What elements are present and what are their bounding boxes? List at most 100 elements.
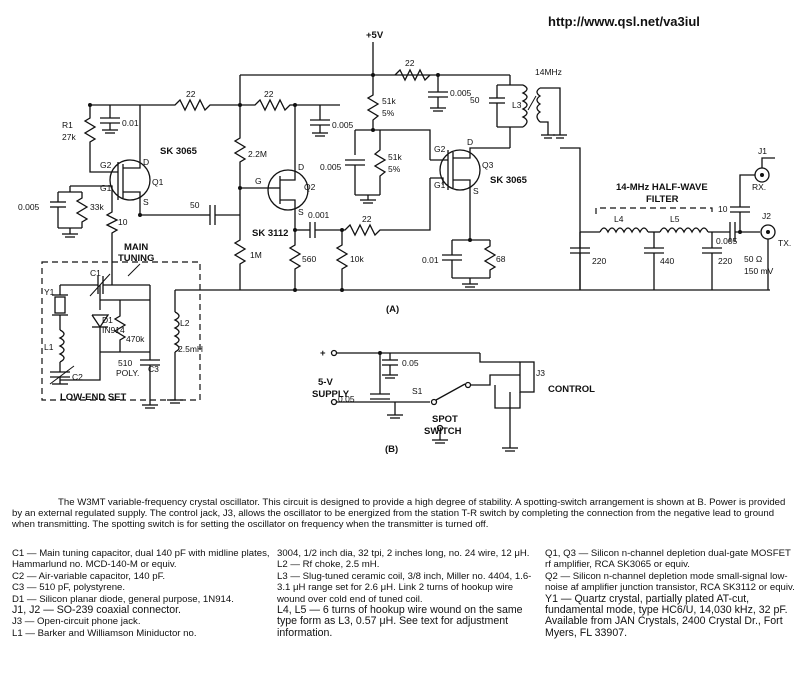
svg-text:D: D [298, 162, 304, 172]
svg-text:5%: 5% [388, 164, 401, 174]
parts-entry: C3 — 510 pF, polystyrene. [12, 582, 126, 594]
svg-text:LOW-END SET: LOW-END SET [60, 392, 127, 403]
supply-rail: +5V [240, 30, 510, 77]
svg-text:SUPPLY: SUPPLY [312, 389, 350, 400]
part-a-label: (A) [386, 304, 399, 315]
svg-text:S: S [143, 197, 149, 207]
svg-text:560: 560 [302, 254, 316, 264]
coupling-cap-50: 50 [190, 200, 240, 225]
parts-entry: 3004, 1/2 inch dia, 32 tpi, 2 inches lon… [277, 548, 530, 559]
svg-text:2.2M: 2.2M [248, 149, 267, 159]
figure-caption: The W3MT variable-frequency crystal osci… [12, 497, 786, 530]
svg-text:5%: 5% [382, 108, 395, 118]
svg-text:150 mV: 150 mV [744, 266, 774, 276]
svg-text:0.005: 0.005 [332, 120, 354, 130]
svg-text:51k: 51k [388, 152, 402, 162]
svg-text:22: 22 [362, 214, 372, 224]
svg-text:J1: J1 [758, 146, 767, 156]
svg-text:J2: J2 [762, 211, 771, 221]
svg-text:Q1: Q1 [152, 177, 164, 187]
supply-label: +5V [366, 30, 384, 41]
parts-entry: J1, J2 — SO-239 coaxial connector. [12, 604, 181, 617]
parts-entry: D1 — Silicon planar diode, general purpo… [12, 593, 234, 605]
header-url: http://www.qsl.net/va3iul [548, 14, 700, 29]
q1-bias-network: 0.005 33k 10 [18, 186, 128, 268]
q3-source-network: 0.01 68 [422, 238, 506, 288]
svg-text:L1: L1 [44, 342, 54, 352]
svg-text:0.005: 0.005 [18, 202, 40, 212]
svg-text:G2: G2 [434, 144, 446, 154]
svg-text:33k: 33k [90, 202, 104, 212]
svg-text:S: S [473, 186, 479, 196]
svg-text:R1: R1 [62, 120, 73, 130]
parts-list-column-1: C1 — Main tuning capacitor, dual 140 pF … [12, 548, 270, 639]
l3-tank: 50 L3 14MHz [470, 67, 567, 148]
svg-text:0.01: 0.01 [422, 255, 439, 265]
half-wave-filter: 14-MHz HALF-WAVE FILTER L4 L5 220 440 22… [560, 146, 791, 291]
svg-text:RX.: RX. [752, 182, 766, 192]
svg-text:220: 220 [592, 256, 606, 266]
transistor-q3: G2 G1 D S Q3 SK 3065 [430, 137, 528, 240]
parts-entry: L4, L5 — 6 turns of hookup wire wound on… [277, 604, 523, 639]
svg-text:0.05: 0.05 [338, 394, 355, 404]
svg-text:SK 3065: SK 3065 [490, 175, 528, 186]
svg-text:22: 22 [186, 89, 196, 99]
parts-entry: Q2 — Silicon n-channel depletion mode sm… [545, 570, 795, 594]
tuning-network: MAIN TUNING C1 Y1 L1 C2 LOW-END SET D1 I… [41, 242, 240, 409]
svg-text:D: D [143, 157, 149, 167]
parts-entry: C2 — Air-variable capacitor, 140 pF. [12, 570, 166, 582]
svg-text:G1: G1 [100, 183, 112, 193]
resistor-22-top: 22 0.005 [394, 58, 472, 112]
svg-text:220: 220 [718, 256, 732, 266]
svg-text:L4: L4 [614, 214, 624, 224]
svg-text:J3: J3 [536, 368, 545, 378]
parts-entry: L2 — Rf choke, 2.5 mH. [277, 559, 380, 571]
schematic-diagram: http://www.qsl.net/va3iul +5V 22 0.005 5… [18, 14, 791, 455]
svg-text:22: 22 [264, 89, 274, 99]
resistor-51k-a: 51k 5% 0.005 51k 5% [320, 75, 431, 204]
svg-text:TUNING: TUNING [118, 253, 154, 264]
svg-text:68: 68 [496, 254, 506, 264]
svg-text:TX.: TX. [778, 238, 791, 248]
svg-text:0.01: 0.01 [122, 118, 139, 128]
svg-text:Q3: Q3 [482, 160, 494, 170]
svg-text:G: G [255, 176, 262, 186]
svg-text:POLY.: POLY. [116, 368, 139, 378]
svg-text:C2: C2 [72, 372, 83, 382]
parts-entry: J3 — Open-circuit phone jack. [12, 616, 141, 628]
svg-text:22: 22 [405, 58, 415, 68]
svg-text:SK 3112: SK 3112 [252, 228, 288, 239]
svg-text:D: D [467, 137, 473, 147]
parts-list-column-3: Q1, Q3 — Silicon n-channel depletion dua… [545, 548, 797, 639]
svg-text:Y1: Y1 [44, 287, 55, 297]
svg-text:SK 3065: SK 3065 [160, 146, 198, 157]
svg-text:L2: L2 [180, 318, 190, 328]
parts-list-column-2: 3004, 1/2 inch dia, 32 tpi, 2 inches lon… [277, 548, 535, 639]
part-b-label: (B) [385, 444, 398, 455]
svg-text:10: 10 [718, 204, 728, 214]
svg-text:1M: 1M [250, 250, 262, 260]
parts-entry: L1 — Barker and Williamson Miniductor no… [12, 627, 197, 639]
svg-text:G1: G1 [434, 180, 446, 190]
spot-switch-circuit: + 0.05 5-V SUPPLY 0.05 S1 SPOT SWITCH J3… [312, 348, 595, 452]
svg-text:FILTER: FILTER [646, 194, 679, 205]
svg-text:51k: 51k [382, 96, 396, 106]
resistor-22-left: 22 22 0.005 [140, 75, 354, 137]
transistor-q1: G2 G1 D S Q1 SK 3065 [70, 146, 200, 217]
svg-text:IN914: IN914 [102, 325, 125, 335]
parts-entry: C1 — Main tuning capacitor, dual 140 pF … [12, 548, 270, 571]
svg-text:0.005: 0.005 [320, 162, 342, 172]
svg-text:L5: L5 [670, 214, 680, 224]
svg-text:27k: 27k [62, 132, 76, 142]
svg-text:0.005: 0.005 [716, 236, 738, 246]
svg-text:G2: G2 [100, 160, 112, 170]
svg-text:S: S [298, 207, 304, 217]
svg-text:0.005: 0.005 [450, 88, 472, 98]
svg-text:SWITCH: SWITCH [424, 426, 462, 437]
svg-text:14-MHz HALF-WAVE: 14-MHz HALF-WAVE [616, 182, 708, 193]
svg-text:0.05: 0.05 [402, 358, 419, 368]
svg-text:CONTROL: CONTROL [548, 384, 595, 395]
svg-text:10k: 10k [350, 254, 364, 264]
svg-text:2.5mH: 2.5mH [178, 344, 203, 354]
